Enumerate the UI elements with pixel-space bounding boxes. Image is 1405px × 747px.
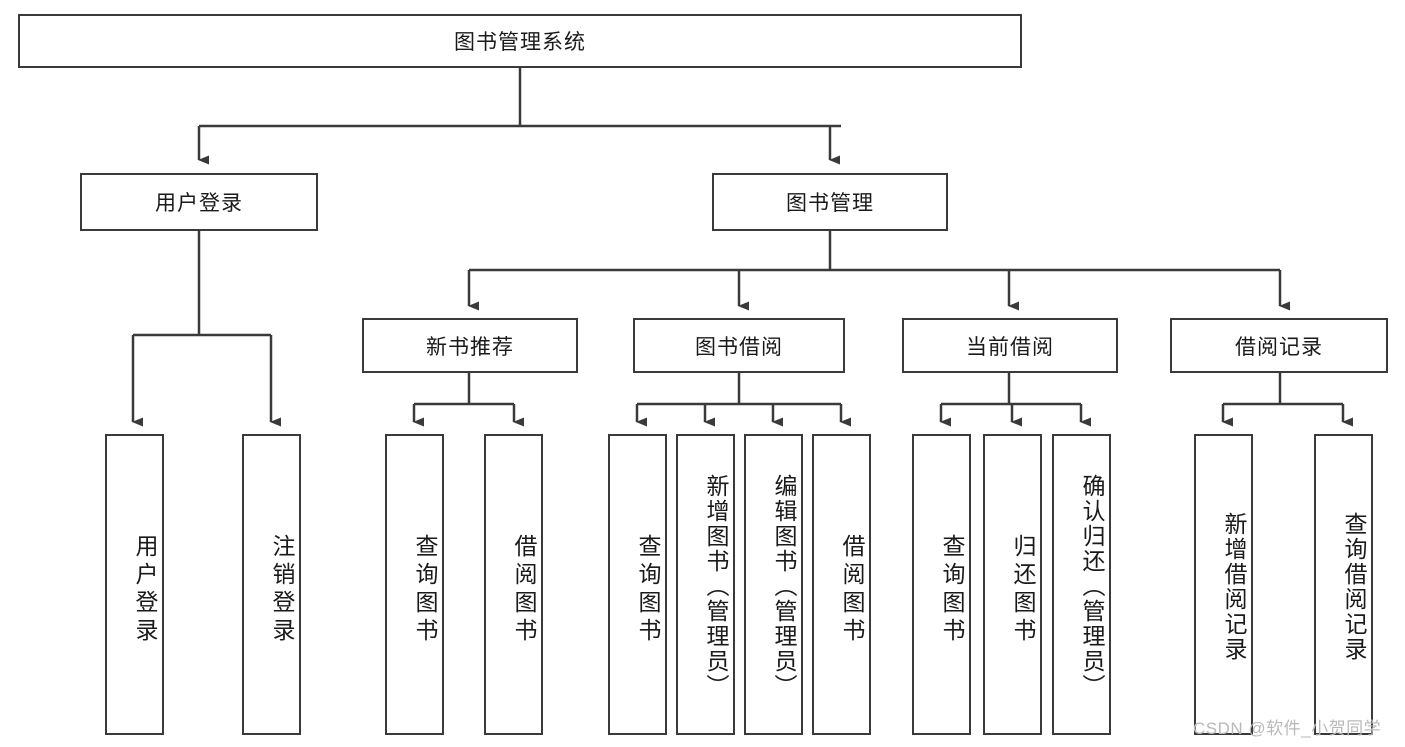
- node-user-login-label: 用户登录: [155, 192, 243, 215]
- node-current-borrow[interactable]: 当前借阅: [902, 318, 1118, 373]
- node-leaf-borrow-book-1[interactable]: 借阅图书: [484, 434, 543, 735]
- node-leaf-add-book[interactable]: 新增图书（管理员）: [676, 434, 735, 735]
- node-leaf-user-login-label: 用户登录: [132, 533, 158, 646]
- node-leaf-add-record[interactable]: 新增借阅记录: [1194, 434, 1253, 735]
- node-borrow-record-label: 借阅记录: [1235, 335, 1323, 359]
- node-leaf-user-login[interactable]: 用户登录: [105, 434, 164, 735]
- node-new-book-recommend-label: 新书推荐: [426, 335, 514, 359]
- node-leaf-edit-book-label: 编辑图书（管理员）: [771, 474, 797, 699]
- node-leaf-query-record[interactable]: 查询借阅记录: [1314, 434, 1373, 735]
- node-leaf-edit-book[interactable]: 编辑图书（管理员）: [744, 434, 803, 735]
- node-leaf-borrow-book-1-label: 借阅图书: [511, 533, 537, 646]
- node-leaf-query-book-2-label: 查询图书: [635, 533, 661, 646]
- node-leaf-query-book-1[interactable]: 查询图书: [385, 434, 444, 735]
- node-current-borrow-label: 当前借阅: [966, 335, 1054, 359]
- node-leaf-add-record-label: 新增借阅记录: [1221, 511, 1247, 662]
- watermark-text: CSDN @软件_小贺同学: [1193, 719, 1382, 738]
- node-leaf-confirm-return[interactable]: 确认归还（管理员）: [1052, 434, 1111, 735]
- node-leaf-return-book-label: 归还图书: [1010, 533, 1036, 646]
- node-new-book-recommend[interactable]: 新书推荐: [362, 318, 578, 373]
- node-leaf-add-book-label: 新增图书（管理员）: [703, 474, 729, 699]
- node-leaf-query-record-label: 查询借阅记录: [1341, 511, 1367, 662]
- node-leaf-user-logout-label: 注销登录: [269, 533, 295, 646]
- node-leaf-borrow-book-2[interactable]: 借阅图书: [812, 434, 871, 735]
- node-leaf-confirm-return-label: 确认归还（管理员）: [1079, 474, 1105, 699]
- node-leaf-query-book-1-label: 查询图书: [412, 533, 438, 646]
- node-user-login[interactable]: 用户登录: [80, 173, 318, 231]
- node-leaf-query-book-3[interactable]: 查询图书: [912, 434, 971, 735]
- node-root-label: 图书管理系统: [454, 31, 586, 54]
- node-leaf-borrow-book-2-label: 借阅图书: [839, 533, 865, 646]
- node-leaf-query-book-2[interactable]: 查询图书: [608, 434, 667, 735]
- node-book-manage[interactable]: 图书管理: [712, 173, 948, 231]
- node-book-borrow[interactable]: 图书借阅: [633, 318, 845, 373]
- node-root[interactable]: 图书管理系统: [18, 14, 1022, 68]
- node-borrow-record[interactable]: 借阅记录: [1170, 318, 1388, 373]
- node-book-manage-label: 图书管理: [786, 192, 874, 215]
- node-leaf-return-book[interactable]: 归还图书: [983, 434, 1042, 735]
- node-book-borrow-label: 图书借阅: [695, 335, 783, 359]
- node-leaf-query-book-3-label: 查询图书: [939, 533, 965, 646]
- node-leaf-user-logout[interactable]: 注销登录: [242, 434, 301, 735]
